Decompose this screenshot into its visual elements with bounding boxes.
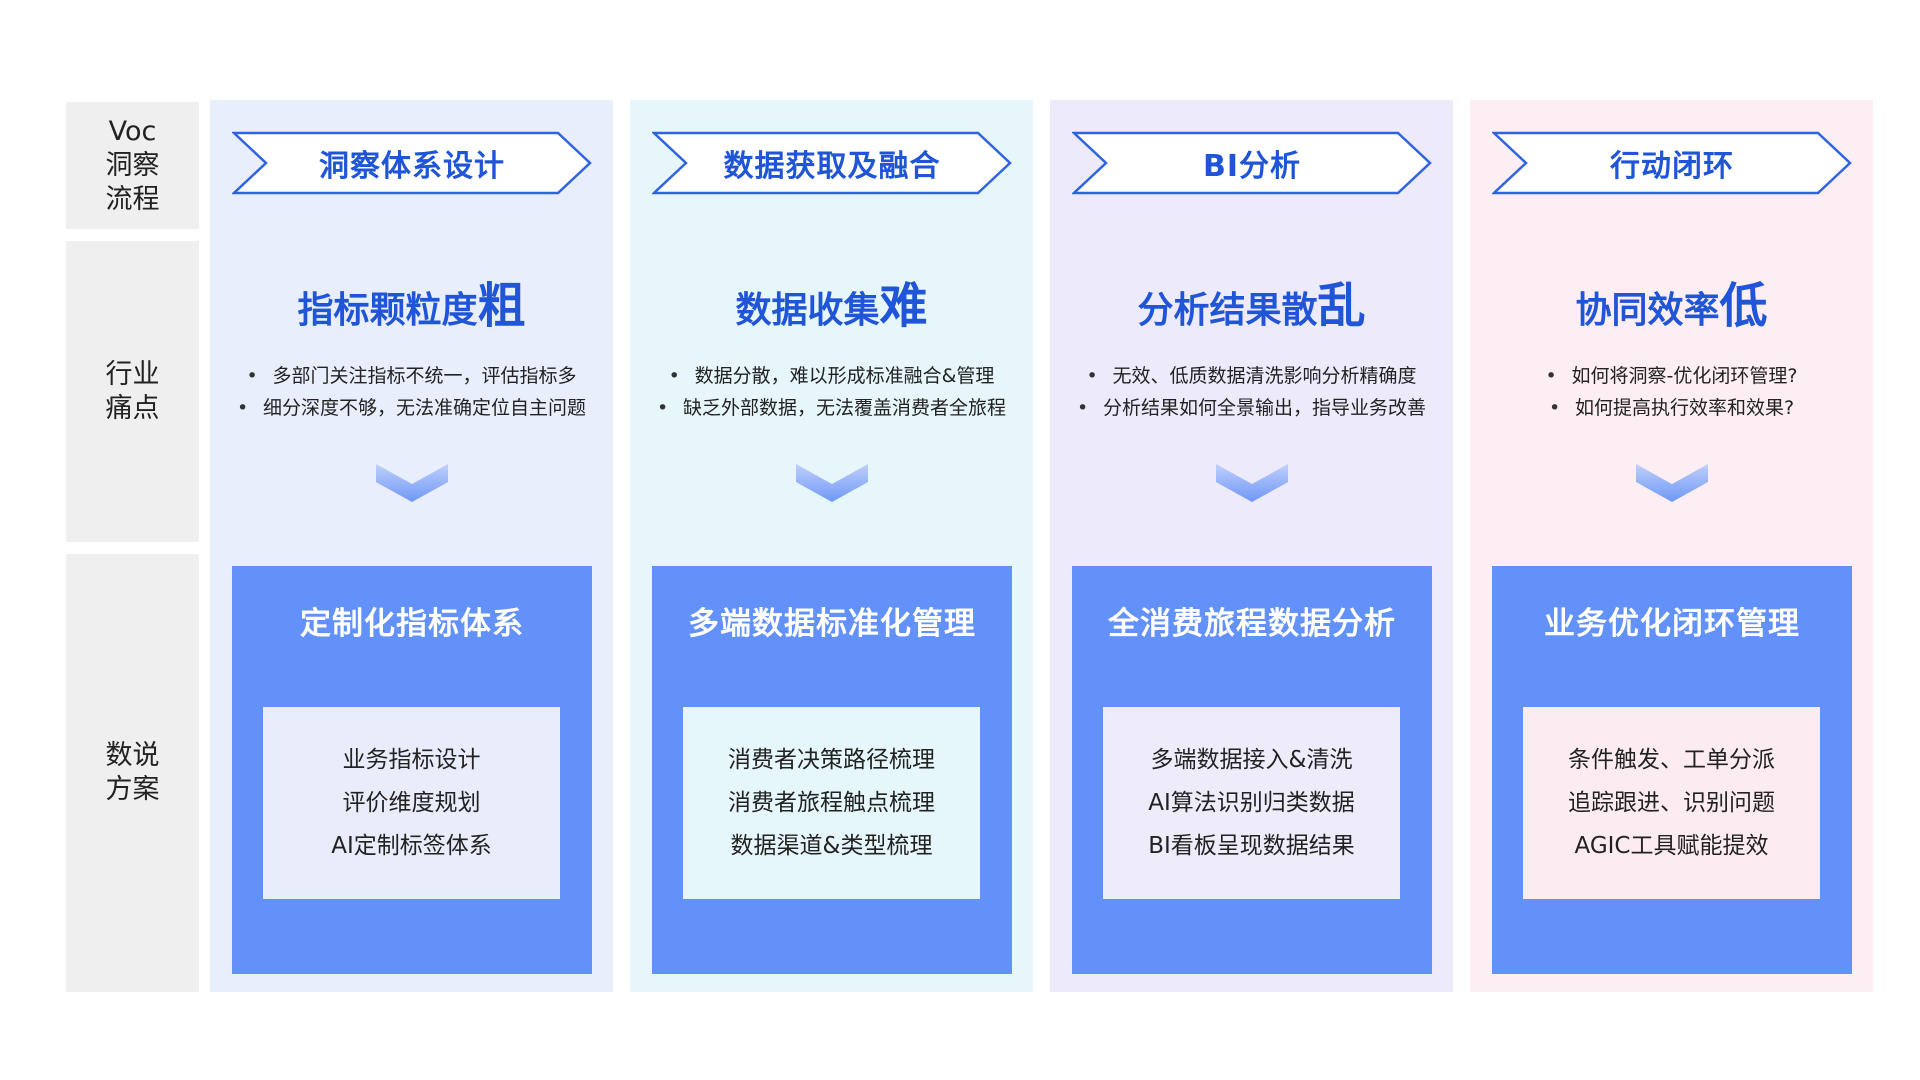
stage-banner: 行动闭环 — [1492, 131, 1852, 195]
pain-bullet: • 数据分散，难以形成标准融合&管理 — [630, 360, 1033, 392]
chevron-banner-icon — [232, 131, 592, 195]
side-label-pain-line: 行业 — [105, 358, 160, 390]
chevron-banner-icon — [1072, 131, 1432, 195]
double-chevron-down-icon — [1216, 464, 1288, 502]
side-label-flow-line: 流程 — [105, 183, 160, 215]
bullet-dot-icon: • — [1086, 365, 1098, 387]
pain-bullet-text: 如何将洞察-优化闭环管理? — [1571, 365, 1798, 387]
side-label-pain: 行业 痛点 — [66, 241, 199, 542]
pain-bullet: • 如何提高执行效率和效果? — [1470, 392, 1873, 424]
solution-title: 定制化指标体系 — [300, 606, 524, 642]
side-label-solution: 数说 方案 — [66, 554, 199, 992]
pain-bullet-list: •数据分散，难以形成标准融合&管理 •缺乏外部数据，无法覆盖消费者全旅程 — [630, 360, 1033, 424]
solution-items-box: 条件触发、工单分派 追踪跟进、识别问题 AGIC工具赋能提效 — [1523, 707, 1820, 899]
pain-title-text: 协同效率 — [1575, 290, 1720, 331]
solution-item: AGIC工具赋能提效 — [1574, 832, 1769, 859]
pain-bullet-text: 数据分散，难以形成标准融合&管理 — [694, 365, 995, 387]
pain-bullet: • 细分深度不够，无法准确定位自主问题 — [210, 392, 613, 424]
side-label-flow-line: 洞察 — [105, 149, 160, 181]
side-label-flow-line: Voc — [108, 115, 157, 147]
pain-bullet-text: 如何提高执行效率和效果? — [1574, 397, 1795, 419]
solution-panel: 多端数据标准化管理 消费者决策路径梳理 消费者旅程触点梳理 数据渠道&类型梳理 — [652, 566, 1012, 974]
pain-bullet: • 如何将洞察-优化闭环管理? — [1470, 360, 1873, 392]
chevron-banner-icon — [1492, 131, 1852, 195]
stage-title: 洞察体系设计 — [319, 149, 505, 184]
side-label-solution-line: 数说 — [105, 740, 160, 771]
solution-items-box: 多端数据接入&清洗 AI算法识别归类数据 BI看板呈现数据结果 — [1103, 707, 1400, 899]
pain-bullet-list: •无效、低质数据清洗影响分析精确度 •分析结果如何全景输出，指导业务改善 — [1050, 360, 1453, 424]
side-label-pain-line: 痛点 — [105, 392, 160, 424]
pain-title: 协同效率低 — [1470, 278, 1873, 339]
pain-title: 分析结果散乱 — [1050, 278, 1453, 339]
solution-panel: 定制化指标体系 业务指标设计 评价维度规划 AI定制标签体系 — [232, 566, 592, 974]
pain-title-emphasis: 低 — [1719, 278, 1768, 334]
solution-panel: 业务优化闭环管理 条件触发、工单分派 追踪跟进、识别问题 AGIC工具赋能提效 — [1492, 566, 1852, 974]
stage-banner: 数据获取及融合 — [652, 131, 1012, 195]
solution-title: 全消费旅程数据分析 — [1108, 606, 1396, 642]
bullet-dot-icon: • — [1545, 365, 1557, 387]
solution-item: 数据渠道&类型梳理 — [730, 832, 933, 859]
pain-title-emphasis: 乱 — [1317, 278, 1366, 334]
stage-title: 行动闭环 — [1610, 149, 1734, 184]
pain-title-emphasis: 难 — [879, 278, 928, 334]
chevron-banner-icon — [652, 131, 1012, 195]
solution-items-box: 消费者决策路径梳理 消费者旅程触点梳理 数据渠道&类型梳理 — [683, 707, 980, 899]
solution-item: 条件触发、工单分派 — [1568, 746, 1775, 773]
pain-bullet: • 缺乏外部数据，无法覆盖消费者全旅程 — [630, 392, 1033, 424]
stage-column: 行动闭环 协同效率低 •如何将洞察-优化闭环管理? •如何提高执行效率和效果? … — [1470, 100, 1873, 992]
solution-items-box: 业务指标设计 评价维度规划 AI定制标签体系 — [263, 707, 560, 899]
pain-bullet-list: •多部门关注指标不统一，评估指标多 •细分深度不够，无法准确定位自主问题 — [210, 360, 613, 424]
pain-title-text: 指标颗粒度 — [297, 290, 478, 331]
stage-title: 数据获取及融合 — [723, 149, 941, 184]
solution-item: 消费者决策路径梳理 — [728, 746, 935, 773]
stage-title: BI分析 — [1202, 149, 1302, 184]
stage-banner: 洞察体系设计 — [232, 131, 592, 195]
pain-bullet-text: 无效、低质数据清洗影响分析精确度 — [1112, 365, 1417, 387]
solution-item: 评价维度规划 — [342, 789, 481, 816]
bullet-dot-icon: • — [656, 397, 669, 419]
double-chevron-down-icon — [796, 464, 868, 502]
double-chevron-down-icon — [1636, 464, 1708, 502]
pain-bullet-text: 分析结果如何全景输出，指导业务改善 — [1102, 397, 1426, 419]
solution-item: 追踪跟进、识别问题 — [1568, 789, 1775, 816]
pain-bullet-list: • 如何将洞察-优化闭环管理? • 如何提高执行效率和效果? — [1470, 360, 1873, 424]
pain-bullet: • 多部门关注指标不统一，评估指标多 — [210, 360, 613, 392]
solution-item: 多端数据接入&清洗 — [1150, 746, 1353, 773]
solution-item: BI看板呈现数据结果 — [1148, 832, 1355, 859]
bullet-dot-icon: • — [246, 365, 258, 387]
pain-title-text: 数据收集 — [735, 290, 880, 331]
pain-bullet: • 分析结果如何全景输出，指导业务改善 — [1050, 392, 1453, 424]
pain-title-emphasis: 粗 — [477, 278, 526, 334]
stage-column: BI分析 分析结果散乱 •无效、低质数据清洗影响分析精确度 •分析结果如何全景输… — [1050, 100, 1453, 992]
double-chevron-down-icon — [376, 464, 448, 502]
pain-title-text: 分析结果散 — [1137, 290, 1318, 331]
solution-item: 消费者旅程触点梳理 — [728, 789, 935, 816]
solution-item: AI定制标签体系 — [331, 832, 492, 859]
pain-bullet-text: 缺乏外部数据，无法覆盖消费者全旅程 — [682, 397, 1006, 419]
bullet-dot-icon: • — [668, 365, 680, 387]
stage-column: 洞察体系设计 指标颗粒度粗 •多部门关注指标不统一，评估指标多 •细分深度不够，… — [210, 100, 613, 992]
bullet-dot-icon: • — [236, 397, 249, 419]
solution-title: 多端数据标准化管理 — [688, 606, 976, 642]
bullet-dot-icon: • — [1548, 397, 1561, 419]
solution-title: 业务优化闭环管理 — [1544, 606, 1800, 642]
pain-title: 指标颗粒度粗 — [210, 278, 613, 339]
solution-item: AI算法识别归类数据 — [1148, 789, 1355, 816]
solution-panel: 全消费旅程数据分析 多端数据接入&清洗 AI算法识别归类数据 BI看板呈现数据结… — [1072, 566, 1432, 974]
side-label-flow: Voc 洞察 流程 — [66, 102, 199, 229]
pain-bullet: • 无效、低质数据清洗影响分析精确度 — [1050, 360, 1453, 392]
side-label-solution-line: 方案 — [105, 774, 160, 805]
stage-banner: BI分析 — [1072, 131, 1432, 195]
bullet-dot-icon: • — [1076, 397, 1089, 419]
pain-title: 数据收集难 — [630, 278, 1033, 339]
solution-item: 业务指标设计 — [342, 746, 481, 773]
pain-bullet-text: 细分深度不够，无法准确定位自主问题 — [262, 397, 586, 419]
pain-bullet-text: 多部门关注指标不统一，评估指标多 — [272, 365, 577, 387]
stage-column: 数据获取及融合 数据收集难 •数据分散，难以形成标准融合&管理 •缺乏外部数据，… — [630, 100, 1033, 992]
